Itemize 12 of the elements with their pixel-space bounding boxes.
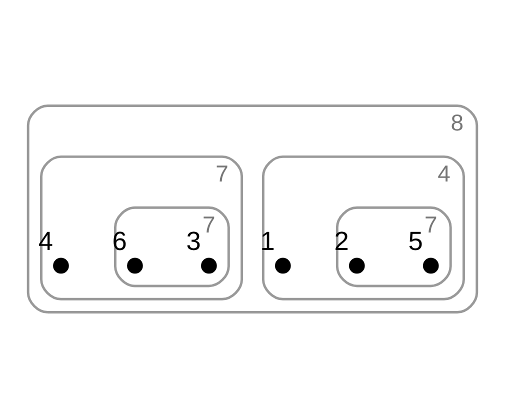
node-label: 6 — [112, 226, 127, 256]
node-label: 4 — [38, 226, 53, 256]
node-label: 5 — [408, 226, 423, 256]
node-label: 3 — [186, 226, 201, 256]
node-label: 2 — [334, 226, 349, 256]
node-label: 1 — [260, 226, 275, 256]
node-circle — [348, 258, 365, 274]
node-circle — [127, 258, 143, 274]
node-circle — [201, 258, 217, 274]
node-circle — [53, 258, 69, 274]
node-circle — [422, 258, 439, 274]
node-circle — [274, 258, 291, 274]
